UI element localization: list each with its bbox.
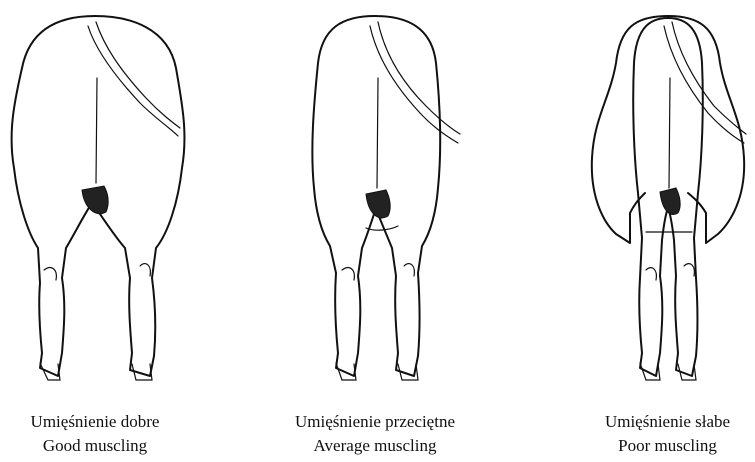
panel-poor-muscling: Umięśnienie słabe Poor muscling (580, 0, 755, 462)
caption-average: Umięśnienie przeciętne Average muscling (280, 410, 470, 458)
cow-rear-view-good-illustration (0, 8, 190, 393)
panel-average-muscling: Umięśnienie przeciętne Average muscling (280, 0, 470, 462)
cow-rear-view-average-illustration (280, 8, 470, 393)
caption-good-en: Good muscling (0, 434, 190, 458)
caption-average-pl: Umięśnienie przeciętne (280, 410, 470, 434)
caption-good: Umięśnienie dobre Good muscling (0, 410, 190, 458)
caption-poor: Umięśnienie słabe Poor muscling (580, 410, 755, 458)
panel-good-muscling: Umięśnienie dobre Good muscling (0, 0, 190, 462)
caption-poor-en: Poor muscling (580, 434, 755, 458)
cow-rear-view-poor-illustration (580, 8, 755, 393)
caption-good-pl: Umięśnienie dobre (0, 410, 190, 434)
caption-poor-pl: Umięśnienie słabe (580, 410, 755, 434)
caption-average-en: Average muscling (280, 434, 470, 458)
